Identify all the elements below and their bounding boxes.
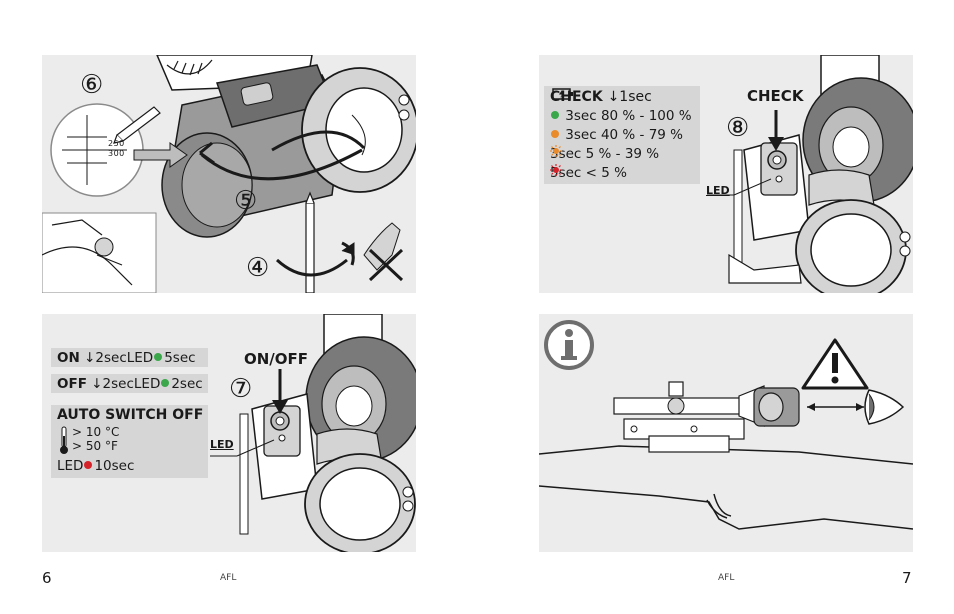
led-red-dot: [84, 461, 93, 469]
auto-led-time: 10sec: [94, 458, 135, 474]
led-green-dot: [154, 353, 163, 361]
footer-right-text: AFL: [718, 573, 735, 583]
temp-fahrenheit: > 50 °F: [72, 439, 118, 453]
step-5-number: ⑤: [234, 186, 258, 216]
thermometer-icon: [60, 426, 68, 454]
battery-icon: [552, 88, 573, 100]
on-row-box: ON ↓2secLED 5sec: [51, 348, 208, 367]
battery-table-header: CHECK ↓1sec: [550, 88, 652, 106]
check-led-label: LED: [706, 184, 730, 197]
on-row: ON ↓2secLED 5sec: [57, 349, 196, 367]
warning-triangle-icon: [801, 338, 869, 390]
battery-row-range: 80 % - 100 %: [600, 108, 692, 124]
sun-blink-icon: [550, 164, 562, 176]
auto-led-label: LED: [57, 458, 84, 474]
page-number-left: 6: [42, 569, 52, 587]
off-led-label: LED: [133, 376, 161, 392]
step-7-number: ⑦: [229, 374, 253, 404]
off-led-time: 2sec: [171, 376, 203, 392]
battery-row-2: 3sec 40 % - 79 %: [550, 126, 683, 144]
led-orange-dot: [551, 130, 559, 138]
auto-led-row: LED 10sec: [57, 457, 134, 475]
info-icon: [544, 320, 594, 370]
check-illustration: [707, 55, 913, 293]
on-led-time: 5sec: [164, 350, 196, 366]
press-arrow-icon: ↓: [91, 376, 103, 392]
check-header-time: 1sec: [619, 89, 652, 105]
led-green-dot: [551, 111, 559, 119]
battery-row-range: 5 % - 39 %: [585, 146, 660, 162]
page-number-right: 7: [902, 569, 912, 587]
mounting-illustration: [42, 55, 416, 293]
check-label: CHECK: [747, 87, 804, 105]
on-led-label: LED: [126, 350, 154, 366]
figure-info-eye-distance: [539, 314, 913, 552]
footer-left-text: AFL: [220, 573, 237, 583]
onoff-illustration: [210, 314, 416, 552]
step-6-number: ⑥: [80, 70, 104, 100]
figure-mounting: ⑥ ⑤ ④ 250 300: [42, 55, 416, 293]
step-8-number: ⑧: [726, 113, 750, 143]
off-label: OFF: [57, 376, 87, 392]
battery-status-table: CHECK ↓1sec 3sec 80 % - 100 % 3sec 40 % …: [544, 86, 700, 184]
step-4-number: ④: [246, 253, 270, 283]
off-time: 2sec: [102, 376, 134, 392]
auto-switch-off-box: AUTO SWITCH OFF > 10 °C > 50 °F LED 10sec: [51, 405, 208, 478]
battery-row-4: 5sec < 5 %: [550, 164, 627, 182]
onoff-led-label: LED: [210, 438, 234, 451]
battery-row-range: < 5 %: [585, 165, 627, 181]
reticle-label-250: 250: [108, 139, 125, 148]
press-arrow-icon: ↓: [84, 350, 96, 366]
battery-row-3: 3sec 5 % - 39 %: [550, 145, 659, 163]
led-green-dot: [161, 379, 170, 387]
battery-row-range: 40 % - 79 %: [600, 127, 684, 143]
info-illustration: [539, 320, 913, 530]
battery-row-time: 3sec: [565, 127, 597, 143]
on-label: ON: [57, 350, 80, 366]
reticle-label-300: 300: [108, 149, 125, 158]
auto-switch-off-header: AUTO SWITCH OFF: [57, 407, 204, 423]
temp-celsius: > 10 °C: [72, 425, 120, 439]
battery-row-1: 3sec 80 % - 100 %: [550, 107, 692, 125]
figure-battery-check: CHECK ⑧ LED CHECK ↓1sec 3sec 80 % - 100 …: [539, 55, 913, 293]
battery-row-time: 3sec: [565, 108, 597, 124]
on-time: 2sec: [95, 350, 127, 366]
eye-icon: [864, 389, 905, 425]
on-off-label: ON/OFF: [244, 350, 309, 368]
sun-blink-icon: [550, 145, 562, 157]
press-arrow-icon: ↓: [607, 89, 620, 105]
check-header-text: CHECK: [550, 89, 603, 105]
